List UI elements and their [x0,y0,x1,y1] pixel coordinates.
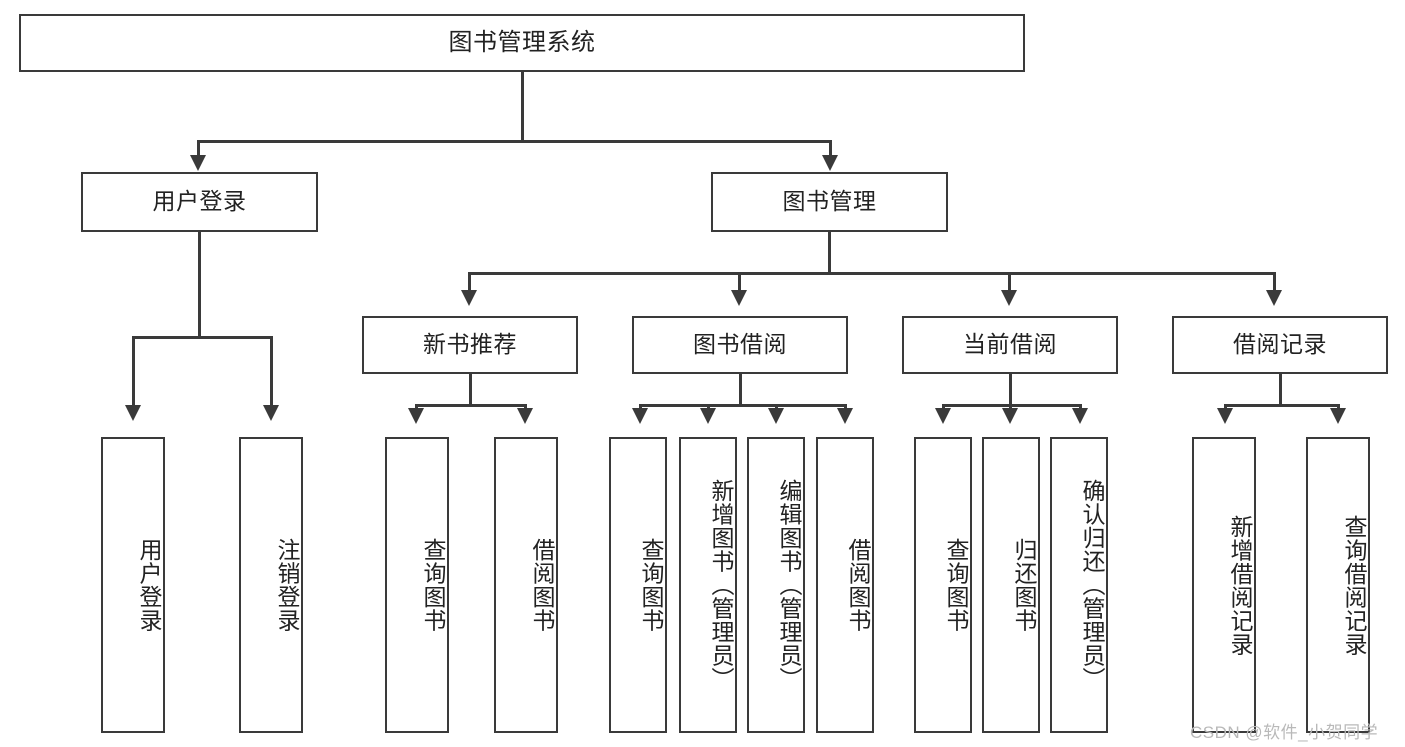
arrowhead-bb-to-edit-book [768,408,784,424]
edge-nbr-bar [415,404,527,407]
node-label: 新增借阅记录 [1227,514,1253,656]
edge-br-bar [1224,404,1340,407]
node-label: 图书管理 [782,188,877,215]
edge-bm-to-book-borrow [738,272,741,294]
edge-root-bar [197,140,832,143]
edge-user-login-stem [198,232,201,338]
node-label: 归还图书 [1011,538,1037,632]
arrowhead-root-to-user-login [190,155,206,171]
node-leaf-bb-borrow-book[interactable]: 借阅图书 [816,437,874,733]
node-label: 确认归还（管理员） [1079,479,1105,691]
node-new-book-recommend[interactable]: 新书推荐 [362,316,578,374]
arrowhead-nbr-to-query-book [408,408,424,424]
edge-user-login-bar [132,336,272,339]
edge-root-to-user-login [197,140,200,160]
edge-bb-stem [739,374,742,406]
node-label: 图书管理系统 [448,28,596,56]
arrowhead-bm-to-current-borrow [1001,290,1017,306]
node-label: 编辑图书（管理员） [776,479,802,691]
arrowhead-user-login-to-login [125,405,141,421]
node-user-login[interactable]: 用户登录 [81,172,318,232]
node-label: 查询图书 [638,538,664,632]
arrowhead-bm-to-borrow-record [1266,290,1282,306]
edge-root-to-book-management [829,140,832,160]
node-leaf-bb-query-book[interactable]: 查询图书 [609,437,667,733]
arrowhead-bb-to-query-book [632,408,648,424]
node-label: 查询借阅记录 [1341,514,1367,656]
node-label: 借阅图书 [845,538,871,632]
node-leaf-br-query-record[interactable]: 查询借阅记录 [1306,437,1370,733]
node-label: 新增图书（管理员） [708,479,734,691]
node-borrow-record[interactable]: 借阅记录 [1172,316,1388,374]
node-leaf-cb-return-book[interactable]: 归还图书 [982,437,1040,733]
arrowhead-root-to-book-management [822,155,838,171]
node-label: 用户登录 [152,188,247,215]
edge-nbr-stem [469,374,472,406]
edge-root-stem [521,72,524,142]
node-label: 查询图书 [420,538,446,632]
node-label: 用户登录 [136,538,162,632]
edge-bb-bar [639,404,847,407]
node-leaf-cb-query-book[interactable]: 查询图书 [914,437,972,733]
node-leaf-logout[interactable]: 注销登录 [239,437,303,733]
arrowhead-br-to-add-record [1217,408,1233,424]
edge-bm-to-current-borrow [1008,272,1011,294]
node-root-book-management-system[interactable]: 图书管理系统 [19,14,1025,72]
arrowhead-cb-to-query-book [935,408,951,424]
node-leaf-br-add-record[interactable]: 新增借阅记录 [1192,437,1256,733]
node-label: 借阅记录 [1233,331,1327,358]
edge-book-management-bar [468,272,1276,275]
edge-book-management-stem [828,232,831,274]
node-label: 当前借阅 [963,331,1057,358]
node-label: 注销登录 [274,538,300,632]
node-label: 借阅图书 [529,538,555,632]
arrowhead-bm-to-book-borrow [731,290,747,306]
edge-bm-to-borrow-record [1273,272,1276,294]
arrowhead-bm-to-new-book [461,290,477,306]
node-leaf-cb-confirm-return[interactable]: 确认归还（管理员） [1050,437,1108,733]
node-label: 图书借阅 [693,331,787,358]
arrowhead-cb-to-confirm-return [1072,408,1088,424]
node-leaf-bb-edit-book[interactable]: 编辑图书（管理员） [747,437,805,733]
edge-bm-to-new-book [468,272,471,294]
watermark-csdn: CSDN @软件_小贺同学 [1190,723,1379,742]
edge-user-login-to-login [132,336,135,408]
edge-cb-bar [942,404,1082,407]
node-label: 查询图书 [943,538,969,632]
node-leaf-nbr-query-book[interactable]: 查询图书 [385,437,449,733]
arrowhead-br-to-query-record [1330,408,1346,424]
arrowhead-cb-to-return-book [1002,408,1018,424]
node-leaf-nbr-borrow-book[interactable]: 借阅图书 [494,437,558,733]
edge-br-stem [1279,374,1282,406]
arrowhead-nbr-to-borrow-book [517,408,533,424]
node-leaf-bb-add-book[interactable]: 新增图书（管理员） [679,437,737,733]
arrowhead-bb-to-add-book [700,408,716,424]
arrowhead-user-login-to-logout [263,405,279,421]
node-label: 新书推荐 [423,331,517,358]
edge-cb-stem [1009,374,1012,406]
node-leaf-user-login[interactable]: 用户登录 [101,437,165,733]
node-current-borrow[interactable]: 当前借阅 [902,316,1118,374]
arrowhead-bb-to-borrow-book [837,408,853,424]
node-book-management[interactable]: 图书管理 [711,172,948,232]
edge-user-login-to-logout [270,336,273,408]
node-book-borrow[interactable]: 图书借阅 [632,316,848,374]
